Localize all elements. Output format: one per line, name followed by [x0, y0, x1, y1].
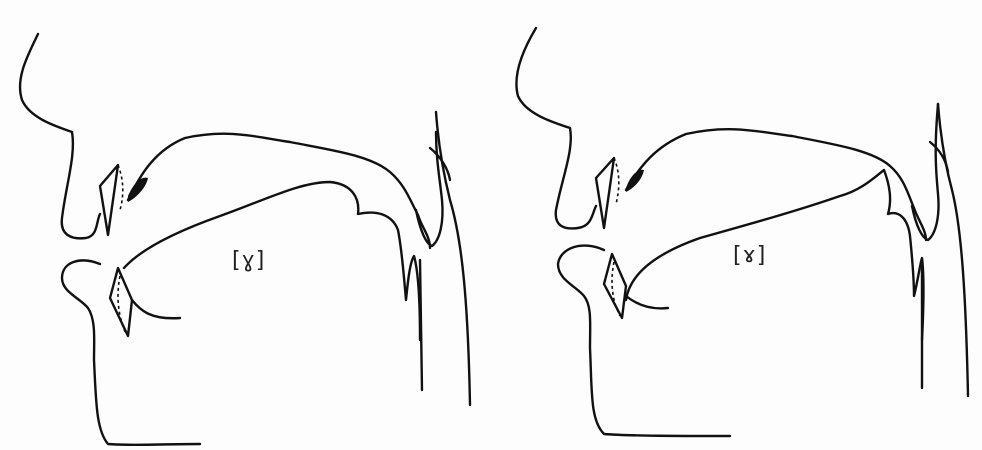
upper-teeth-right — [596, 158, 614, 228]
phonetic-symbol-right: [ɤ] — [733, 243, 766, 268]
tongue-floor-left — [132, 300, 180, 318]
tongue-floor-right — [626, 296, 668, 308]
upper-teeth-hidden-right — [614, 158, 619, 204]
pharynx-wall-right — [938, 104, 968, 396]
face-profile-left — [20, 34, 100, 238]
uvula-left — [416, 132, 443, 246]
uvula-right — [912, 104, 939, 240]
palate-left — [128, 134, 430, 248]
phonetic-symbol-left: [ɣ] — [232, 248, 265, 273]
epiglottis-left — [420, 260, 422, 390]
lower-teeth-right — [604, 254, 626, 318]
pharynx-wall-left — [436, 112, 470, 405]
face-profile-right — [516, 28, 596, 228]
tongue-right — [626, 170, 924, 340]
lower-lip-left — [62, 260, 200, 444]
upper-teeth-left — [100, 165, 118, 235]
tongue-left — [124, 182, 420, 340]
upper-teeth-hidden-left — [118, 165, 123, 210]
lower-lip-right — [558, 246, 730, 436]
lower-teeth-left — [110, 268, 132, 336]
vocal-tract-right — [516, 28, 968, 436]
vocal-tract-left — [20, 34, 470, 445]
alveolar-marker-right — [626, 170, 644, 192]
palate-right — [626, 129, 926, 240]
